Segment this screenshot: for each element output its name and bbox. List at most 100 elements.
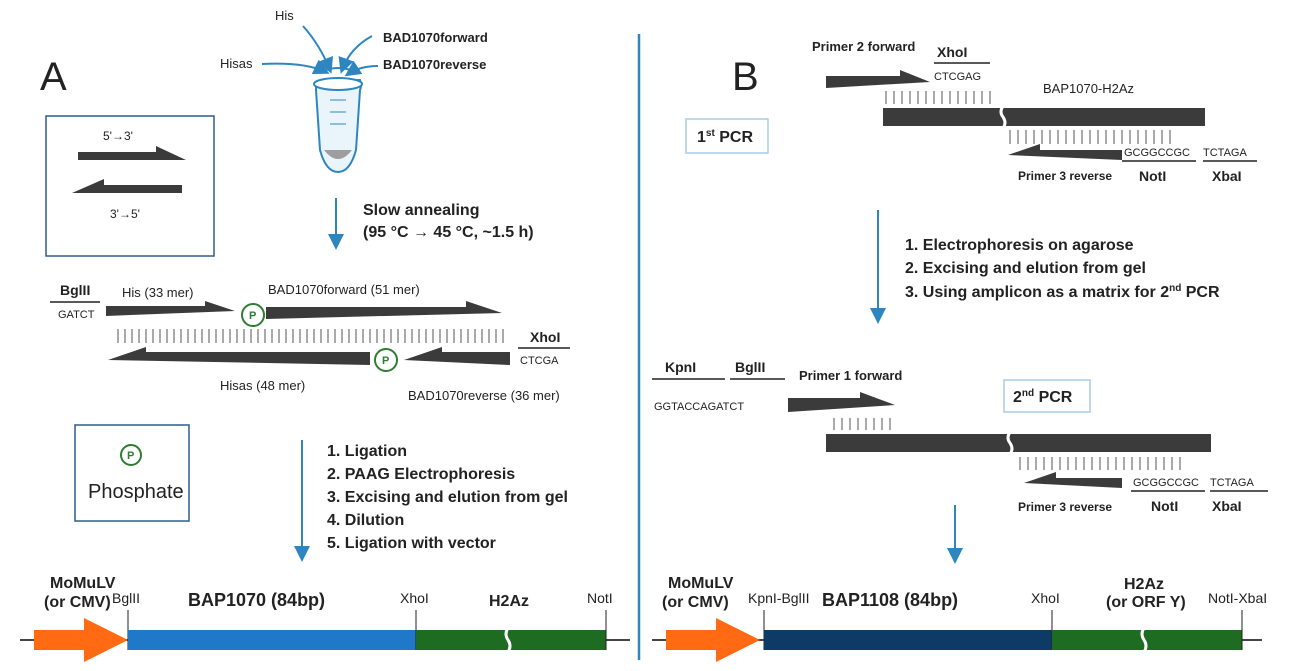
panel-a-letter: A <box>40 55 67 99</box>
svg-text:NotI-XbaI: NotI-XbaI <box>1208 590 1267 606</box>
tube-icon <box>313 67 363 174</box>
legend-top-label: 5'→3' <box>103 129 133 143</box>
svg-text:1. Electrophoresis on agaros: 1. Electrophoresis on agarose <box>905 237 1134 254</box>
phosphate-legend-icon <box>120 444 142 466</box>
forward-arrow <box>338 35 373 74</box>
svg-text:XhoI: XhoI <box>400 590 429 606</box>
forward-oligo-label: BAD1070forward (51 mer) <box>268 282 420 297</box>
svg-text:P: P <box>249 310 256 322</box>
template-bar-b1 <box>883 108 1205 126</box>
svg-text:3. Using amplicon as a matri: 3. Using amplicon as a matrix for 2nd PC… <box>905 283 1220 301</box>
template-label: BAP1070-H2Az <box>1043 81 1134 96</box>
svg-text:P: P <box>127 450 134 462</box>
legend-forward-arrow <box>78 146 186 160</box>
phosphate-label: Phosphate <box>88 481 184 503</box>
primer3-label-b1: Primer 3 reverse <box>1018 169 1112 183</box>
xhoI-seq-a: CTCGA <box>520 355 559 367</box>
svg-text:(or ORF Y): (or ORF Y) <box>1106 594 1186 611</box>
svg-text:H2Az: H2Az <box>489 593 529 610</box>
svg-text:NotI: NotI <box>587 590 613 606</box>
gene-bar-b <box>1052 630 1242 650</box>
hisas-label: Hisas <box>220 56 253 71</box>
his-arrow <box>302 25 333 74</box>
panel-b-letter: B <box>732 55 759 99</box>
insert-bar-a <box>128 630 416 650</box>
primer2-arrow <box>826 70 930 88</box>
xbaI-label-b1: XbaI <box>1212 168 1242 184</box>
first-pcr-label: 1st PCR <box>697 128 753 146</box>
svg-text:(or CMV): (or CMV) <box>662 594 729 611</box>
svg-text:2. PAAG Electrophoresis: 2. PAAG Electrophoresis <box>327 466 515 483</box>
xbaI-label-b2: XbaI <box>1212 498 1242 514</box>
promoter-arrow-b <box>666 618 760 662</box>
second-pcr-box <box>1003 379 1091 413</box>
reverse-arrow <box>344 60 379 77</box>
svg-text:BAP1070 (84bp): BAP1070 (84bp) <box>188 590 325 610</box>
phosphate-icon: P <box>374 348 398 372</box>
his-label: His <box>275 8 294 23</box>
bglII-seq-a: GATCT <box>58 309 95 321</box>
promoter-arrow-a <box>34 618 128 662</box>
bglII-label-a: BglII <box>60 282 90 298</box>
xhoI-seq-b: CTCGAG <box>934 71 981 83</box>
bglII-label-b: BglII <box>735 359 765 375</box>
base-pair-ticks-b3 <box>833 418 891 430</box>
hisas-arrow <box>261 59 330 75</box>
svg-text:3. Excising and elution from: 3. Excising and elution from gel <box>327 489 568 506</box>
svg-text:5. Ligation with vector: 5. Ligation with vector <box>327 535 496 552</box>
hisas-oligo-arrow <box>108 347 370 365</box>
forward-tube-label: BAD1070forward <box>383 30 488 45</box>
steps-a: 1. Ligation 2. PAAG Electrophoresis 3. E… <box>327 443 568 552</box>
svg-text:H2Az: H2Az <box>1124 576 1164 593</box>
notI-seq-b1: GCGGCCGC <box>1124 147 1190 159</box>
steps-b: 1. Electrophoresis on agarose 2. Excisin… <box>905 237 1220 301</box>
xbaI-seq-b1: TCTAGA <box>1203 147 1247 159</box>
construct-a: MoMuLV (or CMV) BglII BAP1070 (84bp) Xho… <box>20 575 630 662</box>
xbaI-seq-b2: TCTAGA <box>1210 477 1254 489</box>
primer1-arrow <box>788 392 895 412</box>
svg-text:KpnI-BglII: KpnI-BglII <box>748 590 809 606</box>
svg-text:MoMuLV: MoMuLV <box>668 575 734 592</box>
svg-text:BglII: BglII <box>112 590 140 606</box>
svg-text:2. Excising and elution from: 2. Excising and elution from gel <box>905 260 1146 277</box>
xhoI-label-b: XhoI <box>937 44 967 60</box>
direction-legend-box <box>45 115 215 257</box>
svg-text:(or CMV): (or CMV) <box>44 594 111 611</box>
reverse-oligo-arrow <box>404 347 510 365</box>
base-pair-ticks-a <box>117 329 504 343</box>
legend-reverse-arrow <box>72 179 182 193</box>
primer2-label: Primer 2 forward <box>812 39 915 54</box>
notI-seq-b2: GCGGCCGC <box>1133 477 1199 489</box>
primer3-arrow-b2 <box>1024 472 1122 488</box>
svg-text:4. Dilution: 4. Dilution <box>327 512 404 529</box>
insert-bar-b <box>764 630 1052 650</box>
svg-text:MoMuLV: MoMuLV <box>50 575 116 592</box>
phosphate-legend-box <box>74 424 190 522</box>
gene-bar-a <box>416 630 606 650</box>
his-oligo-arrow <box>106 301 235 316</box>
xhoI-label-a: XhoI <box>530 329 560 345</box>
base-pair-ticks-b4 <box>1019 457 1181 470</box>
svg-text:XhoI: XhoI <box>1031 590 1060 606</box>
template-bar-b2 <box>826 434 1211 452</box>
kpnI-label: KpnI <box>665 359 696 375</box>
notI-label-b2: NotI <box>1151 498 1178 514</box>
first-pcr-box <box>685 118 769 154</box>
base-pair-ticks-b2 <box>1009 130 1171 144</box>
phosphate-icon: P <box>241 303 265 327</box>
construct-b: MoMuLV (or CMV) KpnI-BglII BAP1108 (84bp… <box>652 575 1267 662</box>
primer3-label-b2: Primer 3 reverse <box>1018 500 1112 514</box>
annealing-line2: (95 °C → 45 °C, ~1.5 h) <box>363 224 534 241</box>
svg-text:BAP1108 (84bp): BAP1108 (84bp) <box>822 590 958 610</box>
reverse-tube-label: BAD1070reverse <box>383 57 486 72</box>
hisas-oligo-label: Hisas (48 mer) <box>220 378 305 393</box>
his-oligo-label: His (33 mer) <box>122 285 194 300</box>
notI-label-b1: NotI <box>1139 168 1166 184</box>
svg-text:P: P <box>382 355 389 367</box>
primer3-arrow-b1 <box>1008 144 1122 160</box>
legend-bottom-label: 3'→5' <box>110 207 140 221</box>
primer1-label: Primer 1 forward <box>799 368 902 383</box>
svg-text:1. Ligation: 1. Ligation <box>327 443 407 460</box>
kpn-bgl-seq: GGTACCAGATCT <box>654 401 744 413</box>
